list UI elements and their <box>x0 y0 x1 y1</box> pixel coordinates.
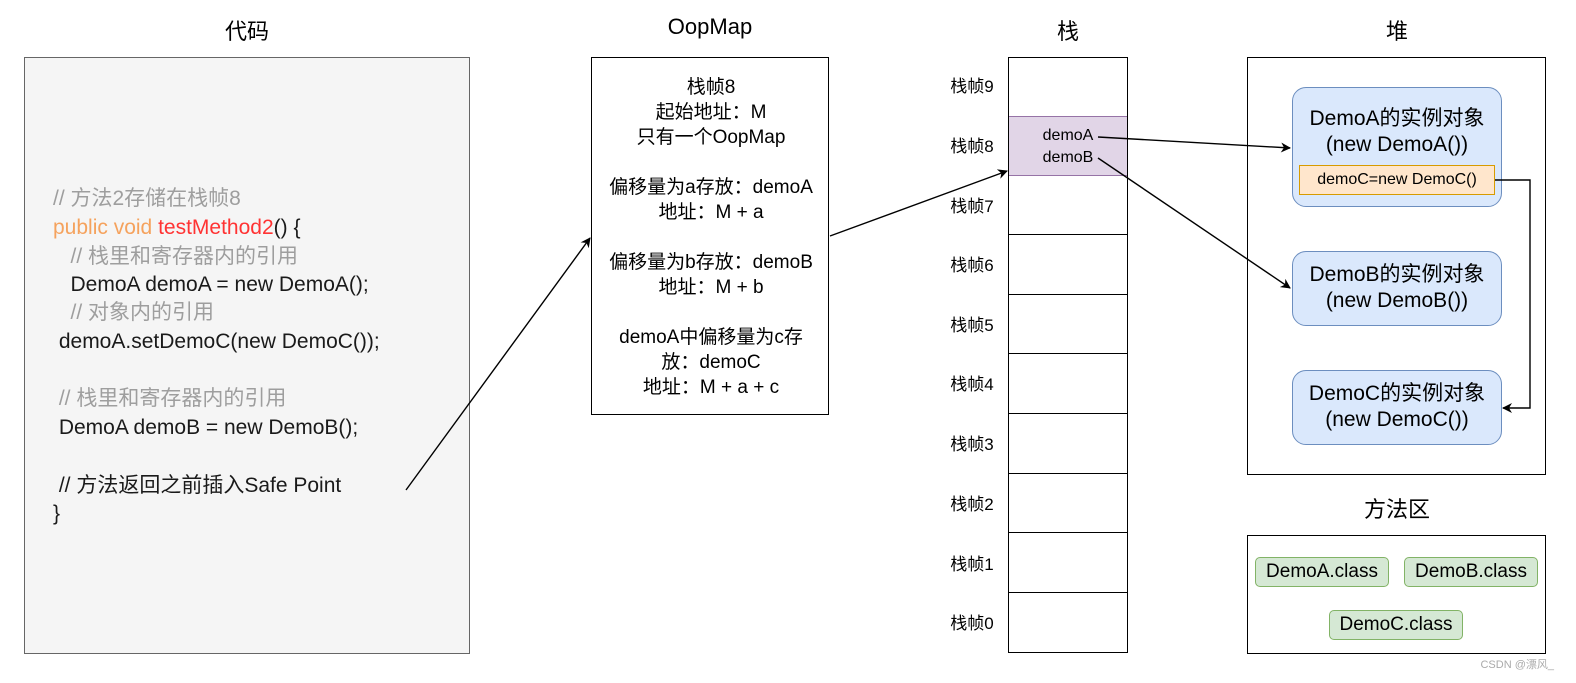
stack-frame-4 <box>1009 354 1127 415</box>
oopmap-header: OopMap <box>667 14 753 39</box>
demoC-object-title: DemoC的实例对象 <box>1308 382 1486 405</box>
code-token: // 方法2存储在栈帧8 <box>53 187 241 210</box>
stack-frame-9 <box>1009 58 1127 118</box>
frame8-ref-demoB: demoB <box>1042 149 1094 167</box>
oopmap-to-frame8-arrow <box>829 169 1008 237</box>
demoB-object-constructor: (new DemoB()) <box>1325 289 1469 312</box>
class-demoC: DemoC.class <box>1329 610 1463 640</box>
heap-panel <box>1247 57 1546 475</box>
code-line: // 对象内的引用 <box>53 301 215 324</box>
code-token: demoA.setDemoC(new DemoC()); <box>53 330 380 353</box>
frame-label: 栈帧9 <box>950 77 994 96</box>
code-token: // 对象内的引用 <box>53 301 215 324</box>
code-line: public void testMethod2() { <box>53 217 300 238</box>
frame-label: 栈帧1 <box>950 555 994 574</box>
frame-label: 栈帧2 <box>950 495 994 514</box>
method-area-header: 方法区 <box>1363 497 1430 522</box>
heap-header: 堆 <box>1385 19 1408 44</box>
code-line: // 栈里和寄存器内的引用 <box>53 387 287 410</box>
stack-frame-0 <box>1009 592 1127 653</box>
demoB-ref-arrow <box>1097 157 1291 289</box>
frame-label: 栈帧7 <box>950 197 994 216</box>
class-demoB: DemoB.class <box>1404 557 1538 587</box>
heap-object-demoA: DemoA的实例对象 (new DemoA()) demoC=new DemoC… <box>1292 87 1502 207</box>
stack-frame-7 <box>1009 175 1127 236</box>
frame8-ref-demoA: demoA <box>1042 127 1094 145</box>
code-line: demoA.setDemoC(new DemoC()); <box>53 331 380 352</box>
code-to-oopmap-arrow <box>405 237 591 491</box>
heap-object-demoC: DemoC的实例对象 (new DemoC()) <box>1292 370 1502 445</box>
oopmap-line: 地址：M + a + c <box>642 377 780 398</box>
demoA-object-constructor: (new DemoA()) <box>1325 133 1469 156</box>
code-token: testMethod2 <box>158 216 274 239</box>
method-area-panel <box>1247 535 1546 654</box>
code-token: // 栈里和寄存器内的引用 <box>53 387 287 410</box>
stack-header: 栈 <box>1056 19 1079 44</box>
demoA-ref-arrow <box>1097 136 1291 153</box>
oopmap-line: 偏移量为a存放：demoA <box>609 177 813 198</box>
stack-column: demoA demoB <box>1008 57 1128 654</box>
demoB-object-title: DemoB的实例对象 <box>1309 263 1485 286</box>
code-token: () { <box>273 216 301 239</box>
code-token: // 方法返回之前插入Safe Point <box>53 474 342 497</box>
stack-frame-2 <box>1009 473 1127 534</box>
frame-label: 栈帧4 <box>950 375 994 394</box>
code-line: // 栈里和寄存器内的引用 <box>53 245 299 268</box>
frame-label: 栈帧0 <box>950 614 994 633</box>
code-line: // 方法返回之前插入Safe Point <box>53 475 341 496</box>
code-line: DemoA demoB = new DemoB(); <box>53 417 358 438</box>
code-line: } <box>53 503 60 524</box>
stack-frame-6 <box>1009 235 1127 295</box>
stack-frame-5 <box>1009 294 1127 355</box>
stack-frame-1 <box>1009 533 1127 593</box>
code-line: // 方法2存储在栈帧8 <box>53 188 241 209</box>
oopmap-line: 放：demoC <box>661 352 761 373</box>
stack-frame-3 <box>1009 414 1127 474</box>
frame-label: 栈帧8 <box>950 137 994 156</box>
frame-label: 栈帧3 <box>950 435 994 454</box>
oopmap-panel: 栈帧8 起始地址：M 只有一个OopMap 偏移量为a存放：demoA 地址：M + a… <box>591 57 829 415</box>
demoA-field-demoC: demoC=new DemoC() <box>1299 165 1495 195</box>
code-token: DemoA demoA = new DemoA(); <box>53 273 369 296</box>
oopmap-line: 栈帧8 <box>686 77 736 98</box>
code-header: 代码 <box>224 19 269 44</box>
oopmap-line: demoA中偏移量为c存 <box>619 327 803 348</box>
code-token: DemoA demoB = new DemoB(); <box>53 416 359 439</box>
frame-label: 栈帧6 <box>950 256 994 275</box>
demoA-object-title: DemoA的实例对象 <box>1309 107 1485 130</box>
watermark: CSDN @漂风_ <box>1480 659 1554 671</box>
code-token: } <box>53 502 61 525</box>
oopmap-line: 起始地址：M <box>655 102 767 123</box>
code-line: DemoA demoA = new DemoA(); <box>53 274 369 295</box>
class-demoA: DemoA.class <box>1255 557 1389 587</box>
demoC-object-constructor: (new DemoC()) <box>1325 408 1469 431</box>
stack-frame-8: demoA demoB <box>1009 116 1127 176</box>
heap-object-demoB: DemoB的实例对象 (new DemoB()) <box>1292 251 1502 326</box>
oopmap-line: 只有一个OopMap <box>636 127 786 148</box>
demoC-field-arrow <box>1495 179 1531 413</box>
code-token: // 栈里和寄存器内的引用 <box>53 245 299 268</box>
oopmap-line: 地址：M + b <box>658 277 764 298</box>
code-token: public void <box>53 216 159 239</box>
oopmap-line: 偏移量为b存放：demoB <box>609 252 813 273</box>
frame-label: 栈帧5 <box>950 316 994 335</box>
oopmap-line: 地址：M + a <box>658 202 764 223</box>
